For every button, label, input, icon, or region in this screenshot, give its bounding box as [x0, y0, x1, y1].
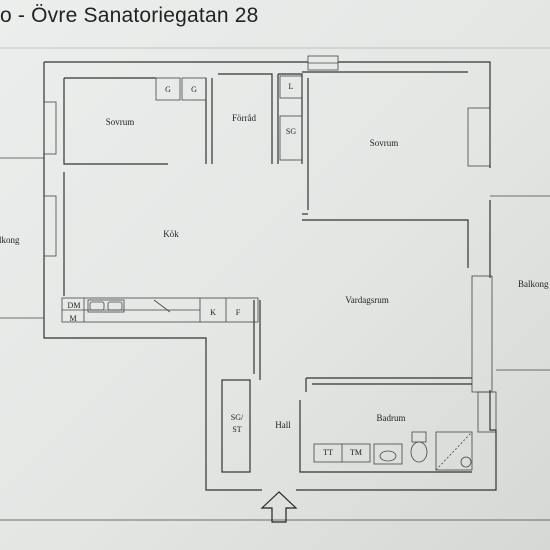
bathroom-fixtures [313, 431, 473, 471]
washbasin [373, 443, 403, 465]
room-label-forrad: Förråd [232, 113, 256, 123]
window [43, 101, 57, 155]
closet-sg [279, 115, 303, 161]
room-label-balkong-left: lkong [0, 235, 20, 245]
balcony-door [471, 275, 493, 393]
balconies [0, 157, 550, 371]
window [467, 107, 491, 167]
toilet-tank [411, 431, 427, 443]
label-dm: DM [68, 301, 81, 310]
toilet-bowl [410, 441, 428, 463]
label-sg-st-line2: ST [232, 425, 241, 434]
room-label-sovrum-left: Sovrum [106, 117, 135, 127]
room-label-badrum: Badrum [377, 413, 406, 423]
closet-l [279, 75, 303, 99]
page-title: o - Övre Sanatoriegatan 28 [0, 4, 259, 27]
label-m: M [69, 314, 76, 323]
outer-walls [43, 55, 497, 491]
room-label-hall: Hall [275, 420, 291, 430]
room-label-vardagsrum: Vardagsrum [345, 295, 389, 305]
label-f: F [236, 308, 241, 317]
label-g1: G [165, 85, 171, 94]
label-l: L [289, 82, 294, 91]
closet-g2 [181, 77, 207, 101]
room-label-balkong-right: Balkong [518, 279, 549, 289]
label-sg: SG [286, 127, 296, 136]
closets [155, 75, 303, 161]
window [43, 195, 57, 257]
label-k: K [210, 308, 216, 317]
up-arrow-icon [260, 491, 298, 523]
sink [87, 299, 125, 313]
room-label-kok: Kök [163, 229, 179, 239]
kitchen-counter [61, 297, 259, 323]
label-sg-st-line1: SG/ [231, 413, 244, 422]
label-g2: G [191, 85, 197, 94]
label-tm: TM [350, 448, 362, 457]
label-tt: TT [323, 448, 333, 457]
window [477, 391, 497, 433]
shower [435, 431, 473, 471]
room-label-sovrum-right: Sovrum [370, 138, 399, 148]
interior-walls [63, 71, 472, 473]
closet-g1 [155, 77, 181, 101]
